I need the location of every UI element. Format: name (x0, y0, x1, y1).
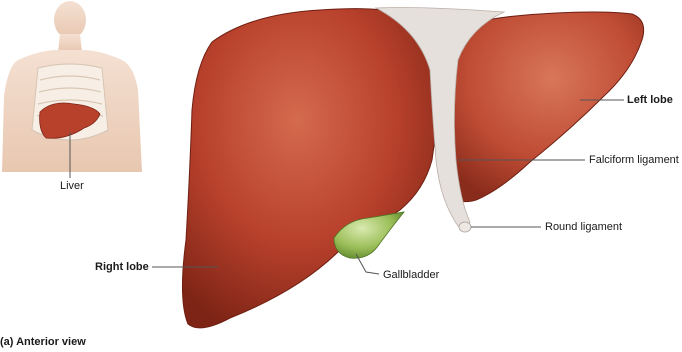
left-lobe-shape (440, 12, 644, 202)
round-ligament-label: Round ligament (545, 221, 622, 234)
liver-label: Liver (60, 180, 84, 193)
left-lobe-label: Left lobe (627, 94, 673, 107)
inset-head (54, 1, 86, 39)
gallbladder-label: Gallbladder (383, 269, 439, 282)
figure-caption: (a) Anterior view (0, 336, 86, 349)
inset-torso-figure (2, 1, 142, 178)
falciform-ligament-label: Falciform ligament (589, 154, 679, 167)
inset-neck (58, 34, 82, 52)
round-ligament-shape (459, 222, 471, 232)
right-lobe-label: Right lobe (95, 261, 149, 274)
